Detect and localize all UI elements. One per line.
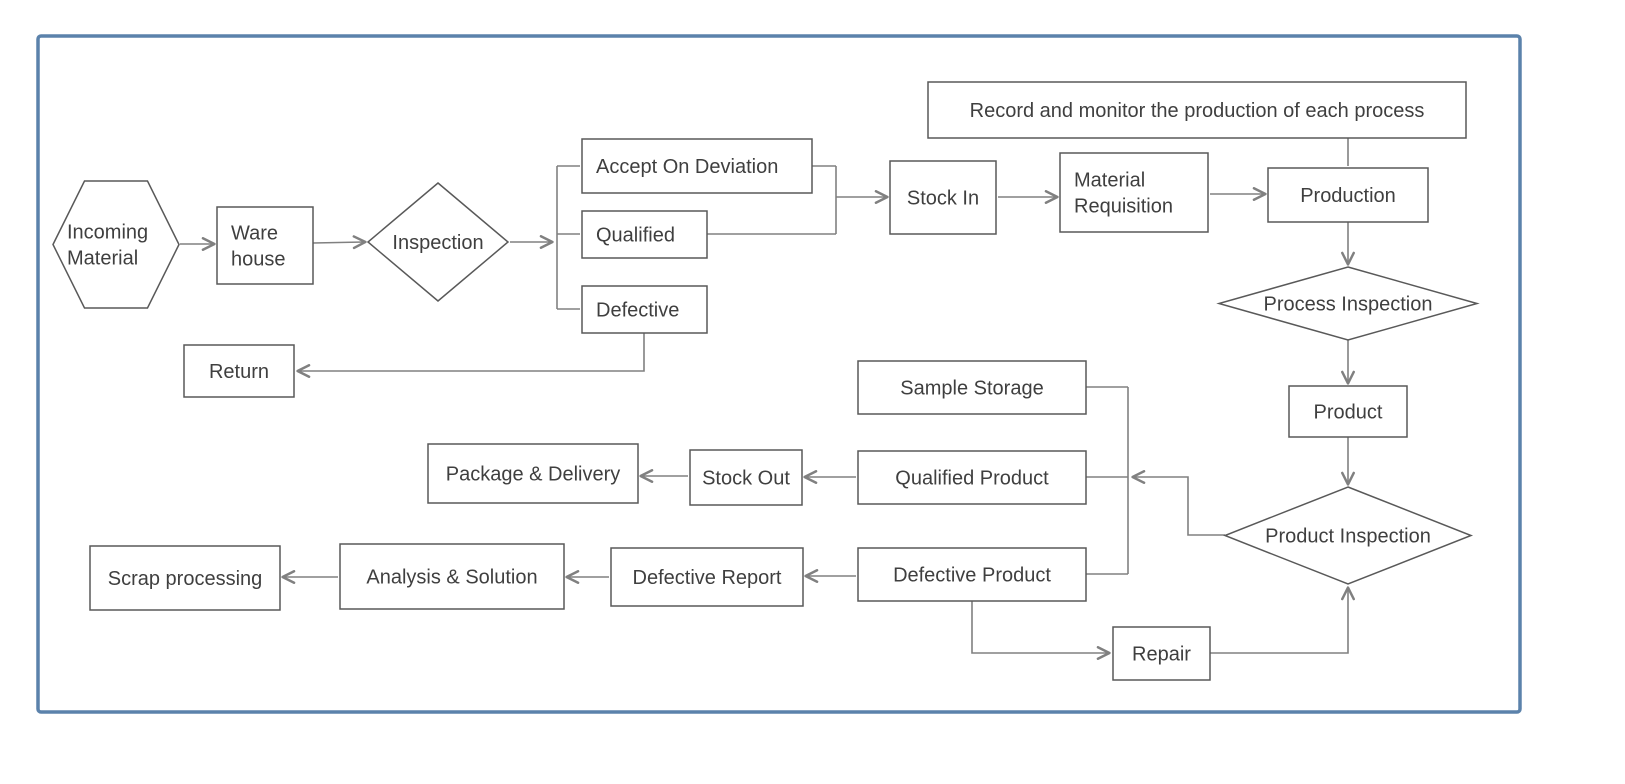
node-label: Inspection bbox=[392, 232, 483, 254]
node-product-inspection: Product Inspection bbox=[1222, 486, 1474, 585]
node-shape-diamond bbox=[366, 182, 510, 302]
node-label: Defective Report bbox=[633, 567, 782, 589]
node-scrap-processing: Scrap processing bbox=[89, 545, 281, 611]
node-label: Qualified Product bbox=[895, 468, 1049, 490]
node-qualified-product: Qualified Product bbox=[857, 450, 1087, 505]
node-label: Process Inspection bbox=[1264, 294, 1433, 316]
node-shape-hexagon bbox=[52, 180, 180, 309]
node-return: Return bbox=[183, 344, 295, 398]
node-shape-rect bbox=[339, 543, 565, 610]
node-label: Stock Out bbox=[702, 468, 790, 490]
edge-defective-to-return bbox=[296, 333, 645, 378]
node-qualified: Qualified bbox=[581, 210, 708, 259]
node-shape-rect bbox=[889, 160, 997, 235]
node-label: Repair bbox=[1132, 644, 1191, 666]
node-label: Defective bbox=[596, 300, 679, 322]
node-inspection: Inspection bbox=[366, 182, 510, 302]
edge-product-inspection-to-branch bbox=[1131, 470, 1225, 536]
node-label: Product Inspection bbox=[1265, 526, 1431, 548]
node-label: Qualified bbox=[596, 225, 675, 247]
node-label: Record and monitor the production of eac… bbox=[970, 100, 1425, 122]
node-shape-rect bbox=[1112, 626, 1211, 681]
node-production: Production bbox=[1267, 167, 1429, 223]
edge-defective-product-to-repair bbox=[971, 601, 1111, 660]
node-label: Stock In bbox=[907, 188, 979, 210]
node-stock-in: Stock In bbox=[889, 160, 997, 235]
node-shape-rect bbox=[857, 450, 1087, 505]
node-label: Scrap processing bbox=[108, 568, 263, 590]
node-shape-rect bbox=[89, 545, 281, 611]
node-product: Product bbox=[1288, 385, 1408, 438]
node-process-inspection: Process Inspection bbox=[1216, 266, 1480, 341]
node-shape-rect bbox=[581, 210, 708, 259]
node-label: Defective Product bbox=[893, 565, 1051, 587]
node-label: Sample Storage bbox=[900, 378, 1043, 400]
node-package-delivery: Package & Delivery bbox=[427, 443, 639, 504]
node-shape-diamond bbox=[1216, 266, 1480, 341]
node-record-monitor: Record and monitor the production of eac… bbox=[927, 81, 1467, 139]
node-analysis-solution: Analysis & Solution bbox=[339, 543, 565, 610]
node-sample-storage: Sample Storage bbox=[857, 360, 1087, 415]
node-shape-rect bbox=[581, 285, 708, 334]
node-shape-rect bbox=[1288, 385, 1408, 438]
node-label: Accept On Deviation bbox=[596, 156, 778, 178]
node-label: Production bbox=[1300, 185, 1396, 207]
node-shape-diamond bbox=[1222, 486, 1474, 585]
node-shape-rect bbox=[689, 449, 803, 506]
node-shape-rect bbox=[427, 443, 639, 504]
node-defective-product: Defective Product bbox=[857, 547, 1087, 602]
node-repair: Repair bbox=[1112, 626, 1211, 681]
node-shape-rect bbox=[1267, 167, 1429, 223]
node-label: Product bbox=[1314, 402, 1383, 424]
node-label: Return bbox=[209, 361, 269, 383]
node-defective: Defective bbox=[581, 285, 708, 334]
node-stock-out: Stock Out bbox=[689, 449, 803, 506]
edge-repair-to-product-inspection bbox=[1210, 586, 1355, 654]
node-shape-rect bbox=[581, 138, 813, 194]
node-accept-on-deviation: Accept On Deviation bbox=[581, 138, 813, 194]
node-shape-rect bbox=[183, 344, 295, 398]
node-shape-rect bbox=[1059, 152, 1209, 233]
node-shape-rect bbox=[216, 206, 314, 285]
node-defective-report: Defective Report bbox=[610, 547, 804, 607]
edge-warehouse-to-inspection bbox=[312, 235, 367, 250]
node-shape-rect bbox=[857, 547, 1087, 602]
node-shape-rect bbox=[927, 81, 1467, 139]
node-label: Package & Delivery bbox=[446, 464, 621, 486]
node-shape-rect bbox=[610, 547, 804, 607]
node-label: Analysis & Solution bbox=[366, 567, 537, 589]
node-shape-rect bbox=[857, 360, 1087, 415]
